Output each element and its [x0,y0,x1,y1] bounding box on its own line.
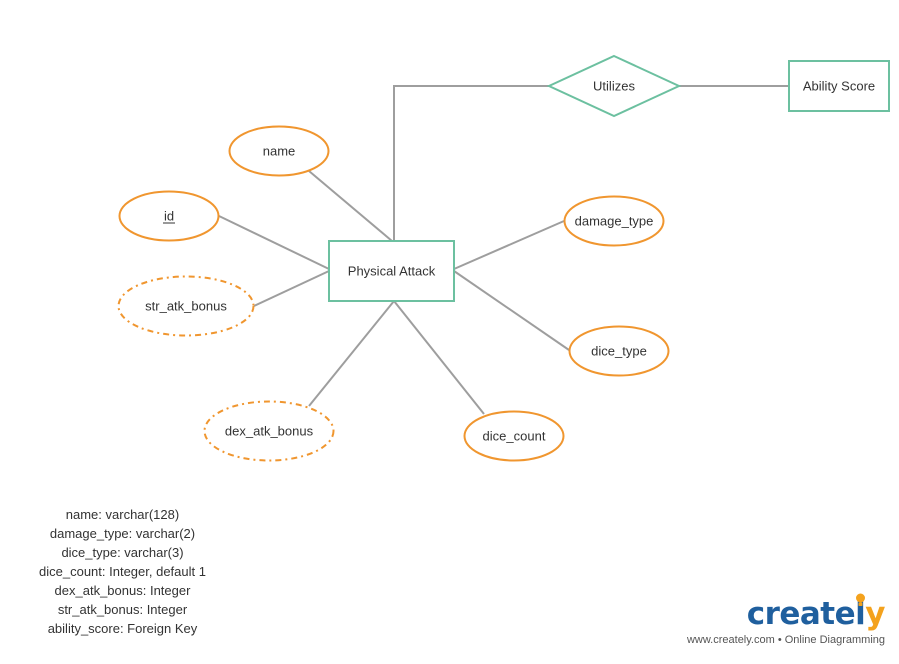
creately-logo: creately [746,593,885,632]
connector-dex-atk-bonus [308,300,395,407]
creately-branding: creately www.creately.com • Online Diagr… [645,593,885,646]
attribute-dex-atk-bonus[interactable]: dex_atk_bonus [203,400,335,462]
connector-dice-type [453,270,570,351]
entity-label: Physical Attack [348,264,436,279]
attribute-label: str_atk_bonus [145,299,227,314]
note-line: dice_count: Integer, default 1 [39,564,206,579]
attribute-ellipse [463,410,565,462]
connector-name [308,170,393,242]
attribute-ellipse [228,125,330,177]
note-line: str_atk_bonus: Integer [57,602,188,617]
relationship-label: Utilizes [593,79,635,94]
attribute-ellipse [118,190,220,242]
note-line: dex_atk_bonus: Integer [54,583,191,598]
attribute-label: id [164,209,174,224]
attribute-dice-count[interactable]: dice_count [463,410,565,462]
connector-str-atk-bonus [253,270,330,307]
lightbulb-icon [856,593,865,606]
logo-text: createl [746,596,866,632]
attribute-ellipse [568,325,670,377]
note-line: ability_score: Foreign Key [47,621,198,636]
attribute-label: dice_type [591,344,647,359]
attribute-ellipse-derived [203,400,335,462]
attribute-notes: name: varchar(128) damage_type: varchar(… [0,505,245,638]
connectors [218,85,789,415]
attribute-ellipse-derived [117,275,255,337]
creately-tagline: www.creately.com • Online Diagramming [686,634,885,646]
entity-box [328,240,455,302]
connector-entity-utilizes [393,85,549,241]
connector-id [218,215,330,270]
relationship-utilizes[interactable]: Utilizes [546,54,682,118]
attribute-label: dex_atk_bonus [225,424,314,439]
attribute-damage-type[interactable]: damage_type [563,195,665,247]
entity-box [788,60,890,112]
attribute-ellipse [563,195,665,247]
attribute-label: name [263,144,296,159]
note-line: dice_type: varchar(3) [61,545,184,560]
relationship-diamond [546,54,682,118]
attribute-name[interactable]: name [228,125,330,177]
note-line: damage_type: varchar(2) [49,526,196,541]
entity-physical-attack[interactable]: Physical Attack [328,240,455,302]
logo-text-accent: y [865,596,885,632]
entity-label: Ability Score [803,79,875,94]
entity-ability-score[interactable]: Ability Score [788,60,890,112]
attribute-dice-type[interactable]: dice_type [568,325,670,377]
connector-damage-type [453,220,565,270]
connector-dice-count [393,300,485,415]
attribute-label: damage_type [575,214,654,229]
attribute-label: dice_count [483,429,546,444]
note-line: name: varchar(128) [65,507,180,522]
attribute-id[interactable]: id [118,190,220,242]
attribute-str-atk-bonus[interactable]: str_atk_bonus [117,275,255,337]
